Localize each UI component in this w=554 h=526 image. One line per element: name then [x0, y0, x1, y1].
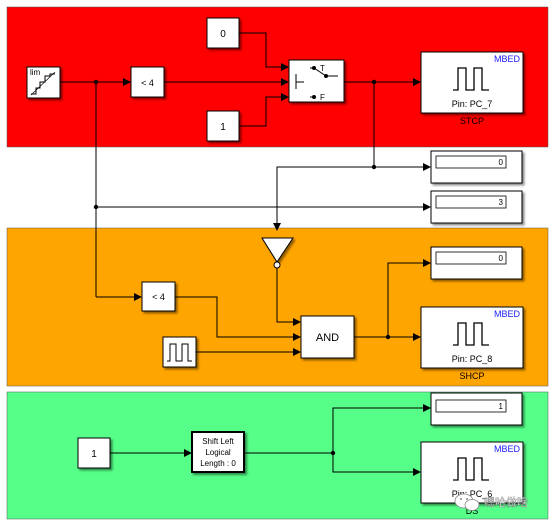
switch-block[interactable] [288, 59, 345, 103]
mbed-ds-caption: DS [466, 506, 479, 516]
switch-icon [295, 66, 338, 99]
not-bubble [273, 261, 281, 269]
constant-ds-value: 1 [91, 449, 97, 460]
ramp-icon [30, 71, 56, 96]
mbed-shcp-title: MBED [494, 309, 521, 319]
junction-dots [93, 79, 391, 456]
mbed-ds-pin: Pin: PC_6 [452, 489, 493, 499]
mbed-shcp-pin: Pin: PC_8 [452, 354, 493, 364]
switch-false-label: F [320, 93, 325, 102]
pulse-generator-block[interactable] [162, 336, 197, 368]
and-block[interactable] [300, 315, 355, 359]
compare-label: < 4 [141, 78, 154, 88]
pulse-icon [453, 457, 489, 481]
constant-zero-block[interactable] [206, 17, 240, 49]
watermark-text: 嗯哈做啥 [484, 495, 528, 509]
constant-zero-value: 0 [220, 29, 226, 40]
display-stcp-field [435, 155, 507, 169]
constant-ds-block[interactable] [77, 437, 111, 469]
constant-one-value: 1 [220, 122, 226, 133]
shift-left-block[interactable] [191, 431, 245, 473]
shift-line1: Shift Left [202, 437, 234, 446]
pulse-icon [167, 343, 192, 362]
compare-to-constant-block[interactable] [130, 66, 165, 98]
compare2-label: < 4 [152, 292, 165, 302]
mbed-ds-block[interactable] [420, 441, 524, 504]
and-label: AND [316, 332, 339, 344]
mbed-stcp-caption: STCP [460, 116, 484, 126]
shift-line3: Length : 0 [200, 459, 236, 468]
display-shcp-field [435, 251, 507, 265]
display-counter-value: 3 [499, 198, 504, 207]
display-stcp-value: 0 [499, 158, 504, 167]
switch-true-label: T [320, 64, 325, 73]
compare-to-constant-block-2[interactable] [141, 281, 176, 312]
display-counter-field [435, 195, 507, 209]
lim-label: lim [30, 68, 41, 77]
mbed-ds-title: MBED [494, 444, 521, 454]
display-shcp-value: 0 [499, 254, 504, 263]
shift-line2: Logical [205, 448, 231, 457]
display-ds-field [435, 399, 507, 413]
pulse-icon [453, 67, 489, 91]
display-ds-value: 1 [499, 402, 504, 411]
mbed-stcp-title: MBED [494, 54, 521, 64]
pulse-icon [453, 322, 489, 346]
mbed-stcp-block[interactable] [420, 51, 524, 114]
mbed-shcp-block[interactable] [420, 306, 524, 369]
not-triangle-icon[interactable] [261, 237, 294, 263]
mbed-stcp-pin: Pin: PC_7 [452, 99, 493, 109]
constant-one-block[interactable] [206, 110, 240, 142]
wechat-icon [454, 493, 480, 511]
mbed-shcp-caption: SHCP [459, 371, 484, 381]
